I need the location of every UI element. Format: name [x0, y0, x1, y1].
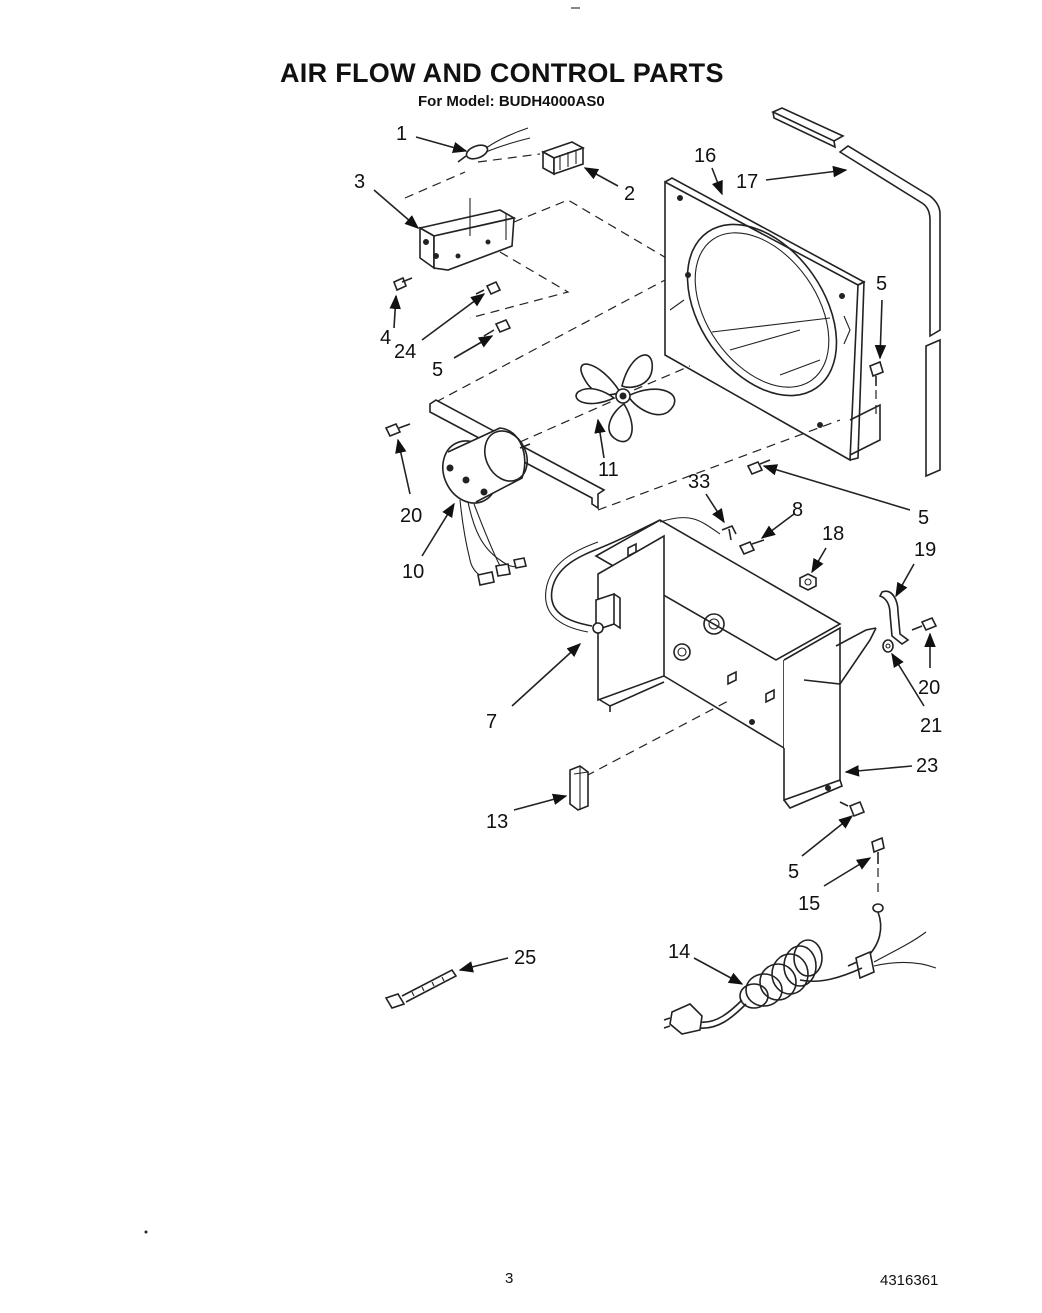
callout-8: 8	[792, 499, 803, 521]
part-20-screw-left	[384, 422, 411, 438]
callout-19: 19	[914, 539, 936, 561]
callout-18: 18	[822, 523, 844, 545]
page-number: 3	[505, 1270, 514, 1287]
part-8-screw	[738, 539, 765, 556]
document-number: 4316361	[880, 1272, 939, 1289]
callout-17: 17	[736, 171, 758, 193]
part-13-component	[569, 765, 589, 811]
callout-16: 16	[694, 145, 716, 167]
part-5-screw-lower-panel	[746, 459, 771, 476]
part-33-clip	[721, 524, 737, 541]
callout-2: 2	[624, 183, 635, 205]
page-title: AIR FLOW AND CONTROL PARTS	[280, 58, 724, 88]
callout-5-b: 5	[876, 273, 887, 295]
callout-14: 14	[668, 941, 690, 963]
callout-7: 7	[486, 711, 497, 733]
part-2-terminal-block	[541, 141, 585, 176]
part-5-screw-upper	[483, 318, 512, 337]
callout-13: 13	[486, 811, 508, 833]
part-5-screw-right	[869, 360, 884, 420]
callout-5-a: 5	[432, 359, 443, 381]
part-11-fan-blade	[575, 354, 676, 443]
part-10-fan-motor	[429, 399, 606, 586]
part-18-nut	[799, 573, 817, 591]
callout-20-b: 20	[918, 677, 940, 699]
callout-21: 21	[920, 715, 942, 737]
stray-dot	[144, 1230, 148, 1234]
part-7-control-switch	[545, 519, 661, 634]
callout-33: 33	[688, 471, 710, 493]
callout-5-d: 5	[788, 861, 799, 883]
part-16-fan-shroud	[664, 177, 881, 462]
part-4-screw	[392, 276, 413, 292]
callout-15: 15	[798, 893, 820, 915]
part-1-wire-connector	[457, 127, 531, 163]
part-21-washer	[882, 639, 894, 653]
model-subtitle: For Model: BUDH4000AS0	[418, 93, 605, 110]
callout-11: 11	[598, 459, 619, 481]
callout-20-a: 20	[400, 505, 422, 527]
part-3-control-bracket	[417, 198, 517, 271]
leader-arrows	[373, 136, 936, 985]
part-5-screw-bottom	[839, 800, 866, 818]
callout-24: 24	[394, 341, 416, 363]
callout-25: 25	[514, 947, 536, 969]
part-24-screw	[475, 280, 502, 296]
callout-5-c: 5	[918, 507, 929, 529]
part-17-seal-strips	[771, 107, 941, 478]
callout-4: 4	[380, 327, 391, 349]
callout-10: 10	[402, 561, 424, 583]
callout-3: 3	[354, 171, 365, 193]
part-19-clamp	[878, 590, 910, 645]
callout-1: 1	[396, 123, 407, 145]
part-23-control-panel	[594, 517, 877, 809]
part-15-ground-screw	[871, 836, 885, 898]
part-14-power-cord	[663, 903, 937, 1035]
callout-23: 23	[916, 755, 938, 777]
part-20-screw-right	[911, 616, 938, 632]
part-25-cable-tie	[384, 968, 458, 1009]
